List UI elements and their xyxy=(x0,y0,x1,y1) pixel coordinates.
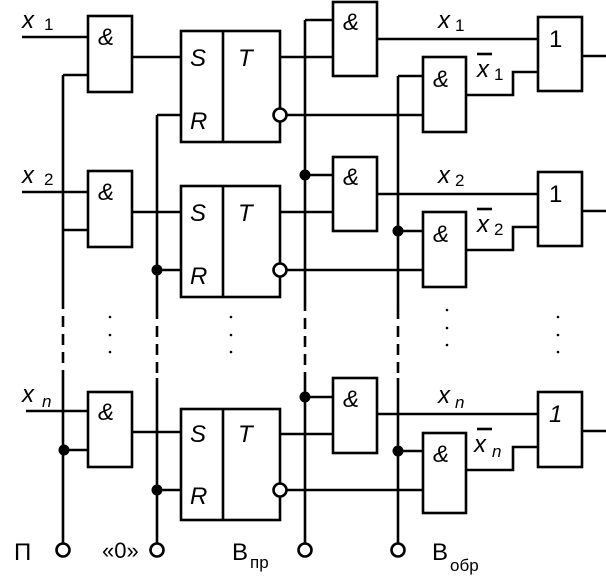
inv-output-wire xyxy=(466,70,538,97)
terminal-forward-subscript: пр xyxy=(250,553,269,572)
trigger-r-label: R xyxy=(190,263,207,290)
inv-output-label: x xyxy=(476,211,490,238)
and-gate-inverse xyxy=(421,210,468,289)
and-gate-forward-label: & xyxy=(343,9,359,36)
input-subscript: 2 xyxy=(44,170,53,189)
terminal-inverse-label: В xyxy=(432,539,448,566)
fwd-output-label: x xyxy=(437,162,451,189)
terminal-p[interactable]: П xyxy=(14,539,71,566)
or-gate-label: 1 xyxy=(549,26,562,53)
trigger-s-label: S xyxy=(190,45,206,72)
junction-dot xyxy=(151,484,163,496)
row-ellipsis xyxy=(108,308,560,354)
and-gate-input-label: & xyxy=(98,24,114,51)
input-subscript: 1 xyxy=(44,15,53,34)
and-gate-input xyxy=(86,169,134,249)
junction-dot xyxy=(299,169,311,181)
junction-dot xyxy=(151,264,163,276)
trigger-t-label: T xyxy=(238,45,255,72)
and-gate-inverse-label: & xyxy=(433,66,449,93)
input-label: x xyxy=(21,162,35,189)
or-gate-label: 1 xyxy=(549,181,562,208)
inv-output-label: x xyxy=(476,56,490,83)
terminal-inverse[interactable]: В обр xyxy=(390,539,479,575)
trigger-t-label: T xyxy=(238,200,255,227)
inv-output-subscript: 2 xyxy=(494,220,503,239)
input-label: x xyxy=(21,7,35,34)
terminal-p-label: П xyxy=(14,539,31,566)
and-gate-forward-label: & xyxy=(343,164,359,191)
and-gate-input-label: & xyxy=(98,179,114,206)
and-gate-forward xyxy=(331,155,379,233)
trigger-t-label: T xyxy=(238,421,255,448)
rs-trigger: S R T xyxy=(179,184,282,299)
trigger-s-label: S xyxy=(190,421,206,448)
junction-dot xyxy=(392,445,404,457)
and-gate-inverse xyxy=(421,55,468,134)
and-gate-inverse-label: & xyxy=(433,441,449,468)
and-gate-forward-label: & xyxy=(343,386,359,413)
input-subscript: n xyxy=(42,392,51,411)
junction-dot xyxy=(58,444,70,456)
terminal-forward-pin[interactable] xyxy=(297,542,313,558)
and-gate-input xyxy=(86,390,134,469)
terminal-inverse-pin[interactable] xyxy=(390,542,406,558)
terminal-forward-label: В xyxy=(232,539,248,566)
input-label: x xyxy=(21,381,35,408)
fwd-output-label: x xyxy=(437,7,451,34)
or-gate xyxy=(536,170,584,248)
trigger-r-label: R xyxy=(190,108,207,135)
fwd-output-label: x xyxy=(437,382,451,409)
inv-output-wire xyxy=(466,445,538,472)
trigger-r-label: R xyxy=(190,483,207,510)
or-gate xyxy=(536,390,584,469)
terminal-p-pin[interactable] xyxy=(55,542,71,558)
or-gate xyxy=(536,15,584,93)
inverter-bubble xyxy=(272,482,288,498)
fwd-output-subscript: 1 xyxy=(455,16,464,35)
or-gate-label: 1 xyxy=(549,401,562,428)
fwd-output-subscript: n xyxy=(455,393,464,412)
inverter-bubble xyxy=(272,107,288,123)
register-row-2: x 2 & S R T & x 2 & x 2 1 xyxy=(21,155,606,299)
and-gate-inverse xyxy=(421,431,468,515)
register-row-n: x n & S R T & x n & x n 1 xyxy=(21,376,606,522)
inv-output-wire xyxy=(466,225,538,252)
and-gate-forward xyxy=(331,0,379,78)
inverter-bubble xyxy=(272,262,288,278)
terminal-zero-label: «0» xyxy=(102,538,139,563)
trigger-s-label: S xyxy=(190,200,206,227)
inv-output-subscript: 1 xyxy=(494,65,503,84)
and-gate-input-label: & xyxy=(98,399,114,426)
terminal-inverse-subscript: обр xyxy=(450,556,479,575)
and-gate-input xyxy=(86,14,134,94)
and-gate-inverse-label: & xyxy=(433,221,449,248)
terminal-zero-pin[interactable] xyxy=(149,542,165,558)
rs-trigger: S R T xyxy=(179,407,282,522)
and-gate-forward xyxy=(331,376,379,455)
rs-trigger: S R T xyxy=(179,29,282,144)
fwd-output-subscript: 2 xyxy=(455,171,464,190)
inv-output-label: x xyxy=(473,431,487,458)
junction-dot xyxy=(299,391,311,403)
terminal-forward[interactable]: В пр xyxy=(232,539,313,572)
junction-dot xyxy=(392,225,404,237)
terminal-zero[interactable]: «0» xyxy=(102,538,165,563)
inv-output-subscript: n xyxy=(492,442,501,461)
register-row-1: x 1 & S R T & x 1 xyxy=(21,0,606,144)
